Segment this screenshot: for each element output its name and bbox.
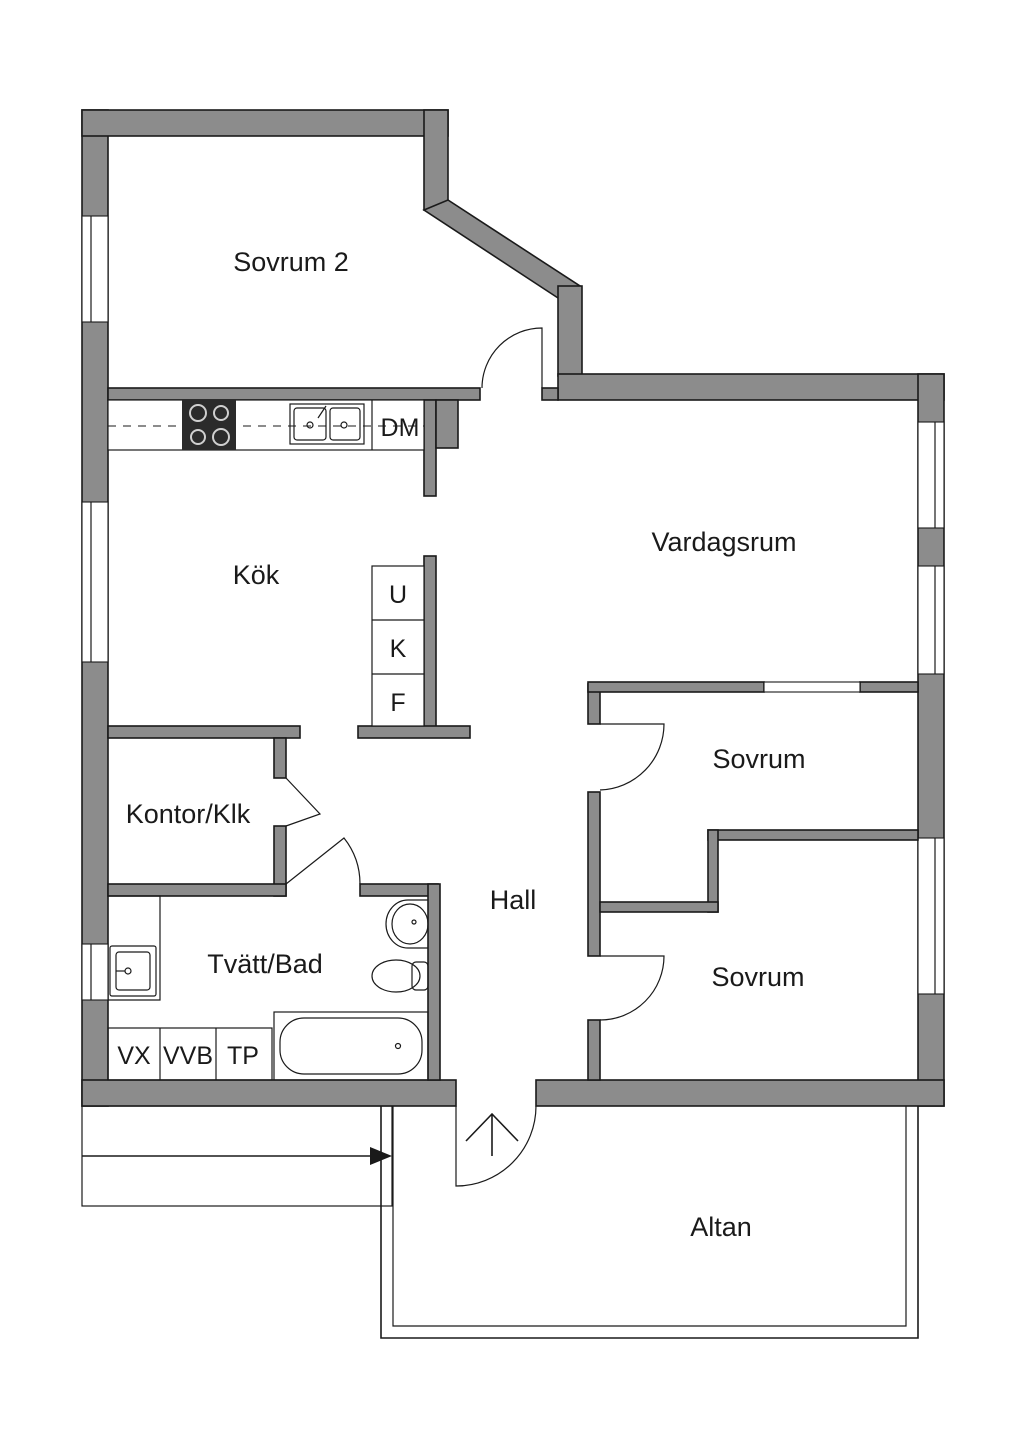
door-swing-sovrum-upper [599, 723, 665, 791]
room-label-vardagsrum: Vardagsrum [651, 527, 796, 557]
vvb-label: VVB [163, 1042, 213, 1070]
room-label-hall: Hall [490, 885, 537, 915]
door-swing-sovrum-lower [599, 955, 665, 1021]
dm-label: DM [381, 414, 420, 442]
door-swing-kontor [285, 777, 322, 827]
room-label-sovrum-lower: Sovrum [711, 962, 804, 992]
room-labels: Sovrum 2 Kök Vardagsrum Kontor/Klk Tvätt… [126, 247, 806, 1242]
kitchen-sink-icon [289, 403, 365, 445]
vx-label: VX [117, 1042, 151, 1070]
entrance-door [455, 1105, 537, 1187]
storage-ukf: U K F [371, 565, 425, 727]
doors [285, 327, 665, 1187]
washbasin-icon [109, 945, 157, 997]
room-label-tvatt-bad: Tvätt/Bad [207, 949, 323, 979]
door-swing-sovrum2 [481, 327, 543, 389]
u-label: U [389, 581, 407, 609]
room-label-altan: Altan [690, 1212, 752, 1242]
kitchen-counter: DM [107, 399, 425, 451]
room-label-sovrum2: Sovrum 2 [233, 247, 349, 277]
room-label-kok: Kök [233, 560, 280, 590]
up-arrow-icon [465, 1112, 519, 1156]
windows [81, 215, 945, 1001]
room-label-sovrum-upper: Sovrum [712, 744, 805, 774]
k-label: K [390, 635, 407, 663]
entrance-arrow-icon [370, 1147, 392, 1165]
sink-icon [385, 899, 429, 949]
room-label-kontor: Kontor/Klk [126, 799, 251, 829]
interior-walls [107, 387, 919, 1081]
bathroom-fixtures: VX VVB TP [107, 895, 429, 1081]
bathtub-icon [273, 1011, 429, 1081]
toilet-icon [371, 959, 429, 993]
f-label: F [390, 689, 405, 717]
door-swing-bad [285, 837, 361, 885]
terrace [81, 1105, 919, 1339]
tp-label: TP [227, 1042, 259, 1070]
